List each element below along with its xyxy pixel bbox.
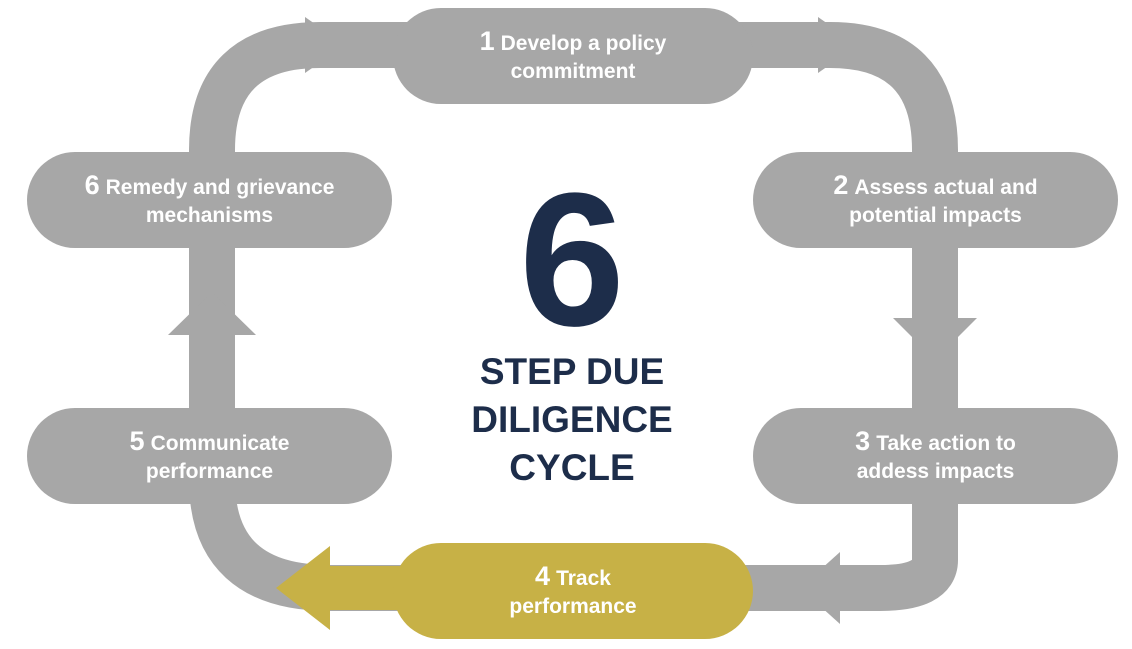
step-5-title: Communicate: [150, 431, 290, 455]
step-1-subtitle: commitment: [510, 59, 636, 83]
step-4-number: 4: [535, 560, 551, 591]
step-2-number: 2: [833, 169, 849, 200]
step-4-title: Track: [556, 566, 611, 590]
arrowhead-top-left: [305, 17, 345, 73]
step-2-title: Assess actual and: [854, 175, 1038, 199]
arrowhead-right-down: [893, 318, 977, 360]
gold-arrowhead-left: [276, 546, 330, 630]
center-title-line-1: STEP DUE: [479, 351, 665, 392]
center-big-number: 6: [519, 154, 625, 366]
step-5-subtitle: performance: [145, 459, 274, 483]
step-1-title: Develop a policy: [500, 31, 667, 55]
step-6-subtitle: mechanisms: [145, 203, 274, 227]
step-3-subtitle: addess impacts: [856, 459, 1015, 483]
center-title: STEP DUE DILIGENCE CYCLE: [432, 348, 712, 492]
arrowhead-left-up: [168, 292, 256, 335]
step-6-title: Remedy and grievance: [105, 175, 335, 199]
step-1-number: 1: [479, 25, 495, 56]
step-3-title: Take action to: [876, 431, 1016, 455]
step-6-number: 6: [84, 169, 100, 200]
cycle-track: [189, 22, 958, 611]
step-3-number: 3: [855, 425, 871, 456]
step-4-subtitle: performance: [509, 594, 637, 618]
step-5-number: 5: [129, 425, 145, 456]
arrowhead-bottom-right: [800, 552, 840, 624]
center-title-line-2: DILIGENCE: [471, 399, 673, 440]
arrowhead-top-right: [818, 17, 858, 73]
step-2-subtitle: potential impacts: [849, 203, 1022, 227]
center-title-line-3: CYCLE: [509, 447, 635, 488]
